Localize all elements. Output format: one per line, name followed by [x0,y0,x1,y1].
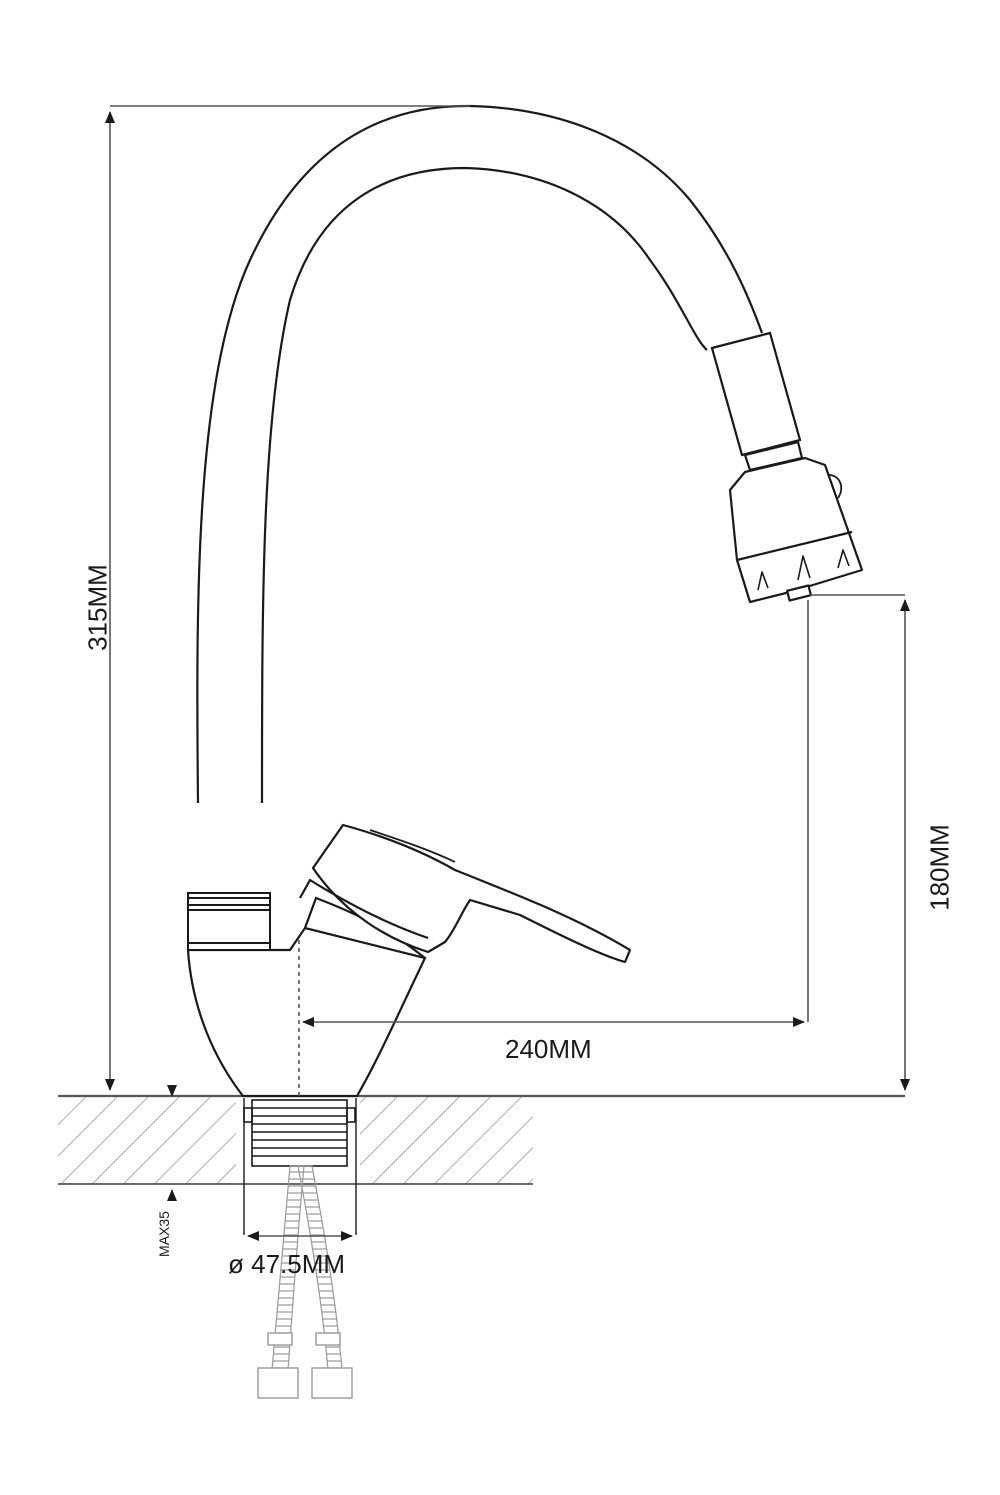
hose-nut-fittings [257,1332,353,1399]
lever-handle [299,823,632,964]
swivel-collar [187,892,271,951]
spout-sleeve [710,331,804,472]
hole-diameter-label: ø 47.5MM [228,1249,346,1279]
spout-reach-label: 240MM [505,1034,592,1064]
spout-height-label: 180MM [924,824,955,911]
threaded-shank [243,1098,357,1235]
dimension-spout-reach [298,600,809,1096]
max-thickness-label: MAX35 [156,1211,172,1257]
total-height-label: 315MM [82,564,113,651]
gooseneck-spout [196,104,764,804]
dimension-spout-height [810,594,910,1091]
aerator-head [728,456,864,604]
dimension-total-height [105,105,470,1091]
countertop-section [58,1094,905,1185]
